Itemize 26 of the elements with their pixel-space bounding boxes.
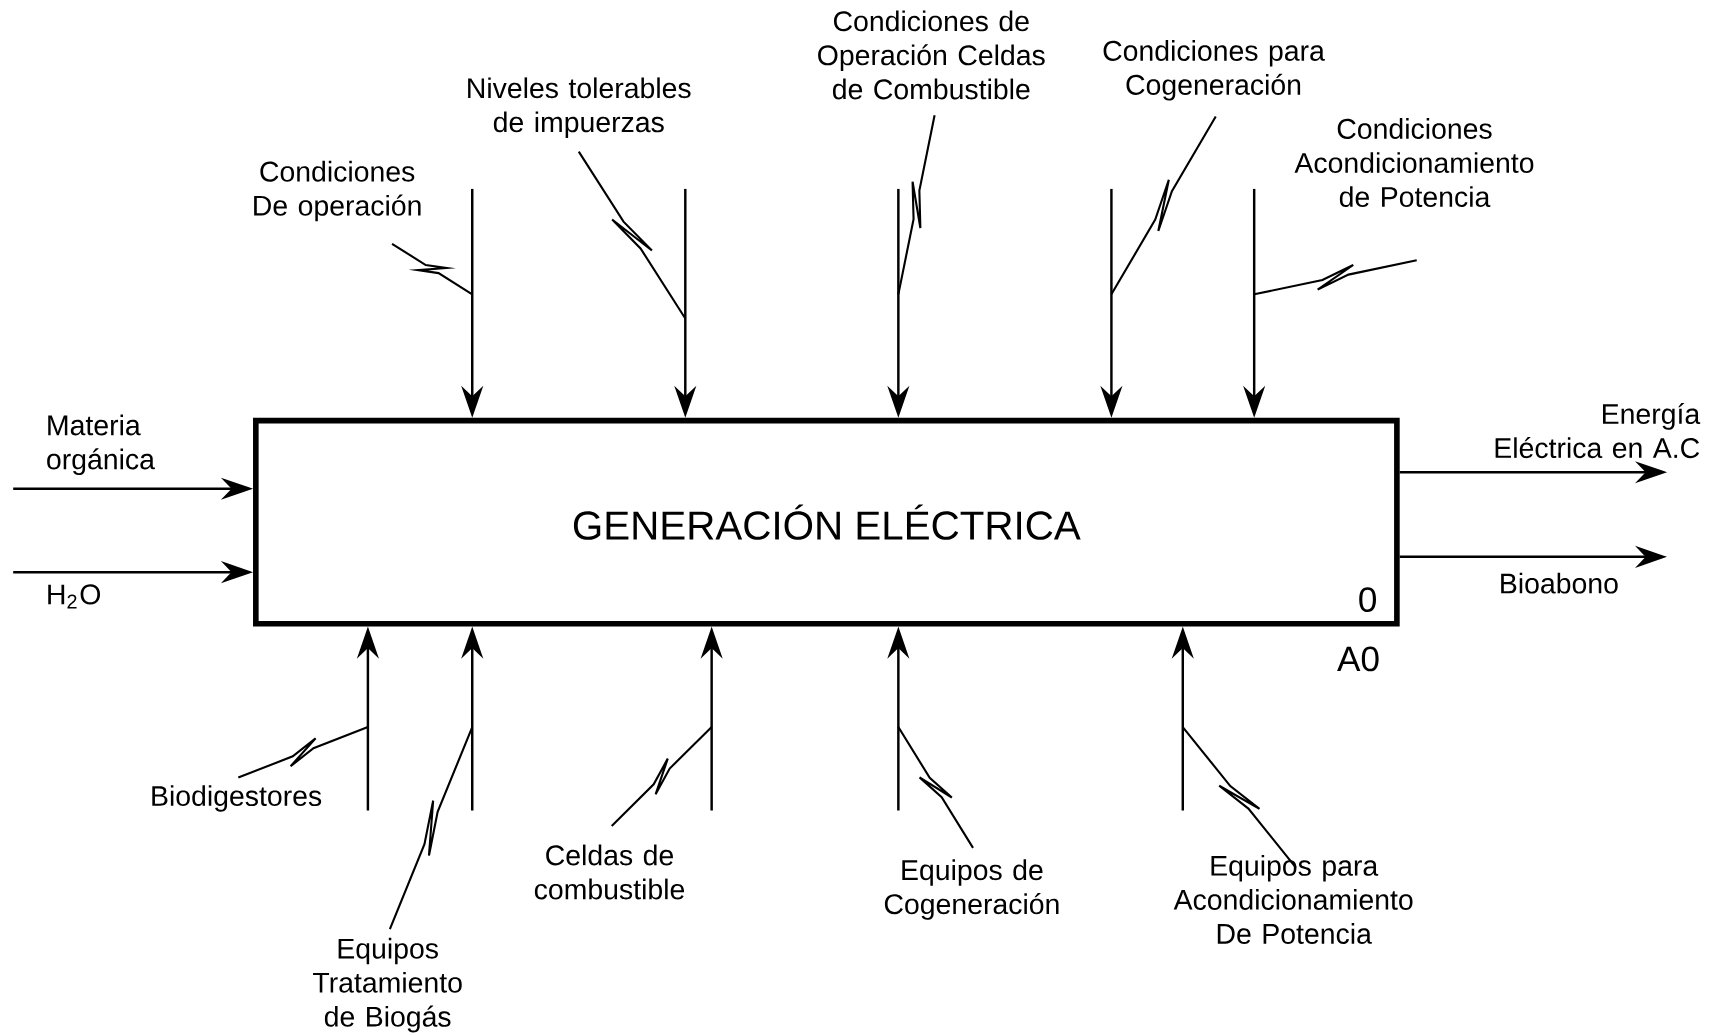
label: Equipos de Cogeneración xyxy=(884,859,1059,921)
edge-label: Bioabono xyxy=(1501,573,1618,594)
label: Biodigestores xyxy=(152,785,322,812)
label: Celdas de combustible xyxy=(534,844,685,900)
label: Condiciones De operación xyxy=(254,161,421,222)
leader-line xyxy=(237,726,369,779)
edge-label: Materia orgánica xyxy=(47,414,155,476)
label: Niveles tolerables de impuerzas xyxy=(468,77,691,139)
edge-label: Energía Eléctrica en A.C xyxy=(1495,403,1701,459)
label: Equipos Tratamiento de Biogás xyxy=(313,938,462,1033)
leader-line xyxy=(897,115,936,295)
leader-line xyxy=(388,726,474,930)
label: Condiciones Acondicionamiento de Potencia xyxy=(1294,118,1534,208)
node-number: 0 xyxy=(1359,587,1376,613)
label: Condiciones de Operación Celdas de Combustible xyxy=(818,10,1045,100)
leader-line xyxy=(577,151,687,320)
diagram-code: A0 xyxy=(1337,646,1379,672)
label: Condiciones para Cogeneración xyxy=(1103,40,1325,101)
label: Equipos para Acondicionamiento De Potencia xyxy=(1173,855,1413,945)
leader-line xyxy=(1110,116,1217,296)
leader-line xyxy=(1181,726,1297,869)
edge-label: H$_{2}$O xyxy=(48,584,101,609)
leader-line xyxy=(897,726,974,849)
leader-line xyxy=(1253,259,1417,296)
leader-line xyxy=(391,243,473,296)
leader-line xyxy=(610,726,713,827)
